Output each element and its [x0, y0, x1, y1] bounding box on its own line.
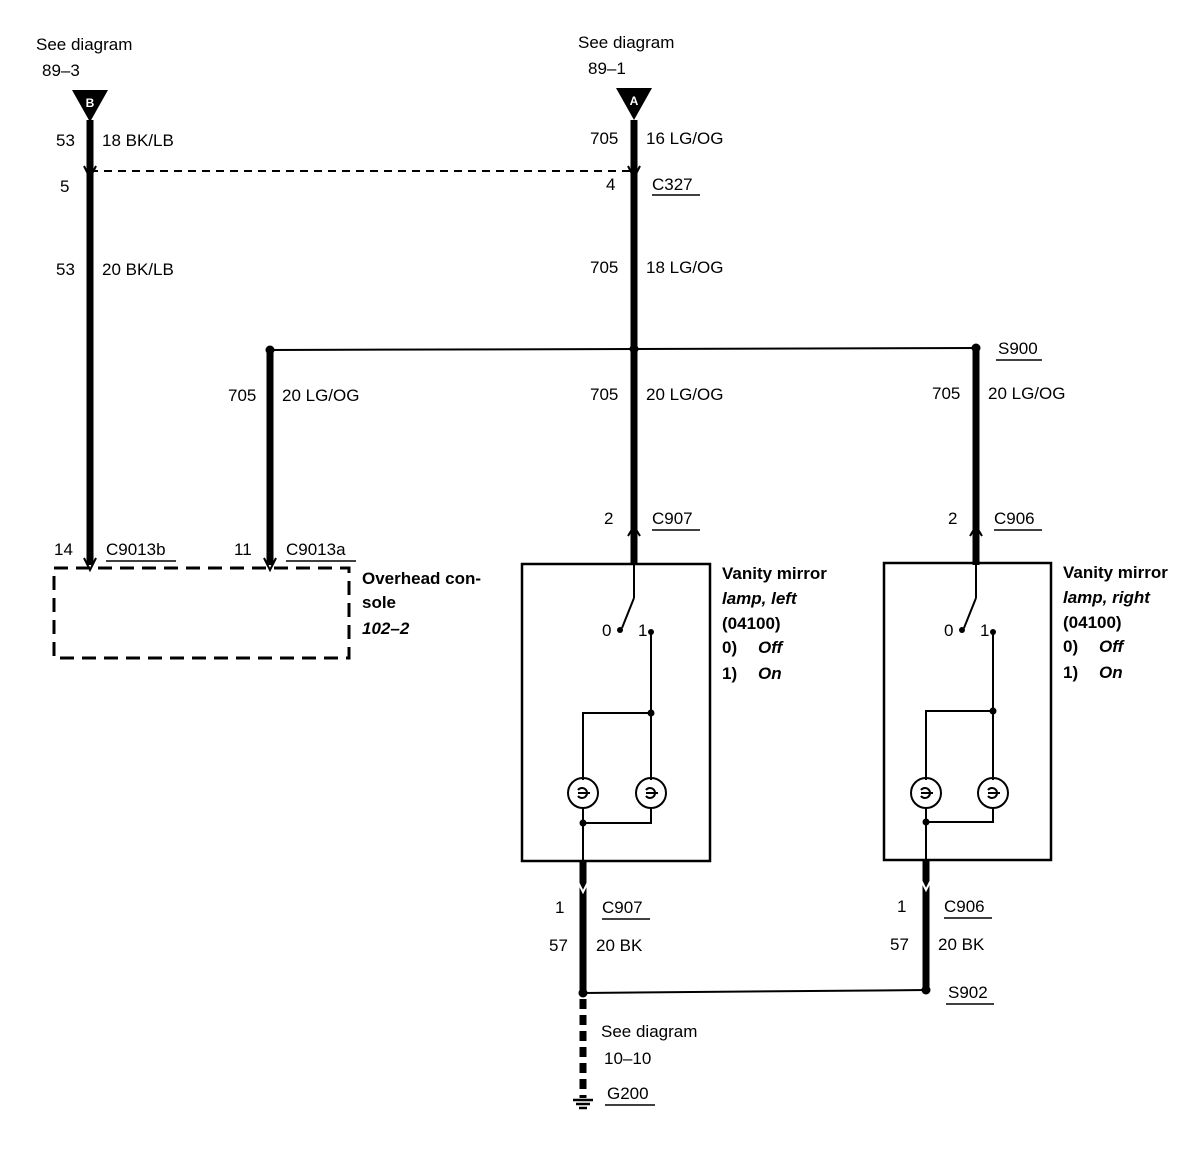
overhead-console-box[interactable] — [52, 566, 351, 660]
lamp-left-pos0: 0 — [602, 621, 611, 640]
ref-b-see: See diagram — [36, 35, 132, 54]
lamp-right-bulb-1-icon — [910, 777, 942, 809]
wire-left-label: 20 LG/OG — [646, 385, 723, 404]
c907-bot-arrow — [576, 879, 590, 895]
lamp-right-pos0: 0 — [944, 621, 953, 640]
lamp-left-opt0-val: Off — [758, 638, 785, 657]
lamp-left-junction-top — [647, 709, 655, 717]
s900-label: S900 — [998, 339, 1038, 358]
c327-pin-b-arrow — [83, 165, 97, 181]
lamp-right-branch — [925, 710, 993, 780]
wire-a-mid-circuit: 705 — [590, 258, 618, 277]
c906-top-pin: 2 — [948, 509, 957, 528]
lamp-left-box[interactable] — [520, 562, 712, 863]
lamp-left-switch-blade[interactable] — [621, 597, 635, 629]
c906-top-name: C906 — [994, 509, 1035, 528]
c9013a-pin: 11 — [234, 540, 252, 559]
lamp-right-opt0-val: Off — [1099, 637, 1126, 656]
console-title-2: sole — [362, 593, 396, 612]
wire-right-label: 20 LG/OG — [988, 384, 1065, 403]
lamp-left-branch — [582, 712, 651, 780]
lamp-left-opt0-key: 0) — [722, 638, 737, 657]
lamp-right-opt1-val: On — [1099, 663, 1123, 682]
c906-bot-name: C906 — [944, 897, 985, 916]
lamp-left-title-1: Vanity mirror — [722, 564, 827, 583]
c907-bot-pin: 1 — [555, 898, 564, 917]
c9013b-name: C9013b — [106, 540, 166, 559]
c907-top-name: C907 — [652, 509, 693, 528]
wire-gr-circuit: 57 — [890, 935, 909, 954]
lamp-left-bulb-1-icon — [567, 777, 599, 809]
c907-bot-name: C907 — [602, 898, 643, 917]
wire-b-mid-circuit: 53 — [56, 260, 75, 279]
ref-b-page: 89–3 — [42, 61, 80, 80]
lamp-right-switch-blade[interactable] — [963, 597, 977, 629]
c9013a-name: C9013a — [286, 540, 346, 559]
lamp-right-title-1: Vanity mirror — [1063, 563, 1168, 582]
lamp-right-box[interactable] — [882, 561, 1053, 862]
lamp-right-return — [925, 808, 994, 823]
lamp-right-opt0-key: 0) — [1063, 637, 1078, 656]
wire-right-circuit: 705 — [932, 384, 960, 403]
ground-see: See diagram — [601, 1022, 697, 1041]
ref-a-triangle[interactable] — [616, 88, 652, 120]
c9013b-pin: 14 — [54, 540, 73, 559]
lamp-left-pos1: 1 — [638, 621, 647, 640]
lamp-right-pos0-dot — [959, 627, 965, 633]
lamp-left-return — [582, 808, 652, 824]
c907-top-pin: 2 — [604, 509, 613, 528]
c9013b-arrow — [83, 557, 97, 573]
wire-a-top-label: 16 LG/OG — [646, 129, 723, 148]
lamp-left-opt1-val: On — [758, 664, 782, 683]
lamp-left-opt1-key: 1) — [722, 664, 737, 683]
ground-symbol-icon — [573, 1098, 593, 1110]
wire-b-mid-label: 20 BK/LB — [102, 260, 174, 279]
wire-gl-circuit: 57 — [549, 936, 568, 955]
lamp-right-opt1-key: 1) — [1063, 663, 1078, 682]
lamp-left-title-2: lamp, left — [722, 589, 798, 608]
c327-pin-b: 5 — [60, 177, 69, 196]
lamp-right-code: (04100) — [1063, 613, 1122, 632]
lamp-right-junction-top — [989, 707, 997, 715]
wire-left-circuit: 705 — [590, 385, 618, 404]
lamp-right-pos1: 1 — [980, 621, 989, 640]
ref-b-triangle[interactable] — [72, 90, 108, 122]
ref-a-page: 89–1 — [588, 59, 626, 78]
wire-gl-label: 20 BK — [596, 936, 643, 955]
wire-gr-label: 20 BK — [938, 935, 985, 954]
s902-label: S902 — [948, 983, 988, 1002]
wire-a-mid-label: 18 LG/OG — [646, 258, 723, 277]
ref-b-letter: B — [86, 96, 95, 110]
ref-a-see: See diagram — [578, 33, 674, 52]
wire-b-top-label: 18 BK/LB — [102, 131, 174, 150]
wire-a-top-circuit: 705 — [590, 129, 618, 148]
lamp-left-pos0-dot — [617, 627, 623, 633]
c327-pin-a: 4 — [606, 175, 615, 194]
c906-bot-arrow — [919, 877, 933, 893]
console-ref: 102–2 — [362, 619, 410, 638]
s900-node-center — [629, 344, 639, 354]
lamp-right-bulb-2-icon — [977, 777, 1009, 809]
c906-top-arrow — [969, 524, 983, 537]
c907-top-arrow — [627, 524, 641, 537]
ground-name: G200 — [607, 1084, 649, 1103]
s900-bus[interactable] — [269, 347, 977, 351]
c327-name: C327 — [652, 175, 693, 194]
lamp-right-title-2: lamp, right — [1063, 588, 1151, 607]
lamp-left-bulb-2-icon — [635, 777, 667, 809]
wire-console-circuit: 705 — [228, 386, 256, 405]
s902-node-right — [921, 985, 931, 995]
s902-node-left — [578, 988, 588, 998]
ground-page: 10–10 — [604, 1049, 651, 1068]
s902-bus[interactable] — [582, 989, 927, 994]
wire-console-label: 20 LG/OG — [282, 386, 359, 405]
wire-b-top-circuit: 53 — [56, 131, 75, 150]
ref-a-letter: A — [630, 94, 639, 108]
lamp-left-code: (04100) — [722, 614, 781, 633]
c9013a-arrow — [263, 557, 277, 573]
c906-bot-pin: 1 — [897, 897, 906, 916]
console-title-1: Overhead con- — [362, 569, 481, 588]
